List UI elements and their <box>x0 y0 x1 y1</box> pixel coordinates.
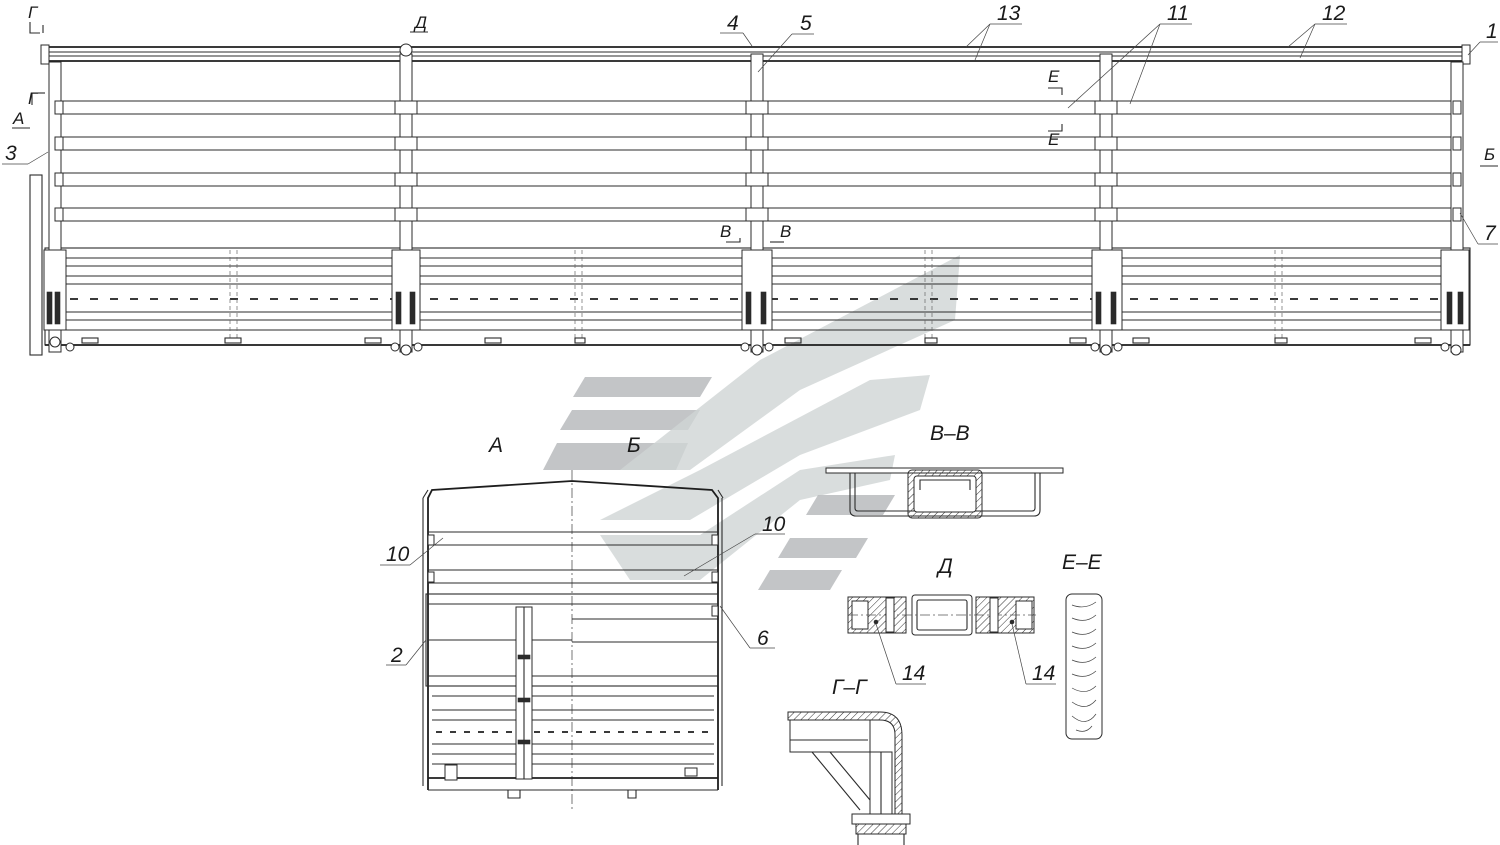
callout-label: 11 <box>1167 2 1189 25</box>
detail-d: Д 14 14 <box>847 555 1056 685</box>
callout-label: 10 <box>762 513 786 536</box>
callout-label: Б <box>1484 145 1495 164</box>
section-e-e: Е–Е <box>1062 551 1103 740</box>
callout-label: 4 <box>727 12 739 35</box>
callout-label: 10 <box>386 543 410 566</box>
side-view-main: Г Г А Б Е Е В В Д 4 5 13 <box>2 2 1498 356</box>
callout-label: 12 <box>1322 2 1346 25</box>
callout-label: Б <box>627 434 641 457</box>
callout-label: В–В <box>930 422 970 445</box>
callout-label: В <box>780 222 791 241</box>
callout-label: А <box>12 109 24 128</box>
callout-label: 2 <box>390 644 403 667</box>
callout-label: Г <box>28 3 39 22</box>
callout-label: 6 <box>757 627 769 650</box>
callout-label: 14 <box>1032 662 1055 685</box>
callout-label: Д <box>936 555 953 578</box>
end-view-a-b: А Б <box>380 434 786 810</box>
callout-label: Е <box>1048 67 1060 86</box>
section-markers: Г Г А Б Е Е В В Д <box>12 3 1498 243</box>
section-g-g: Г–Г <box>787 676 911 845</box>
callout-label: Е <box>1048 130 1060 149</box>
callout-label: А <box>487 434 503 457</box>
callout-label: Д <box>413 13 427 32</box>
watermark-logo <box>543 255 960 590</box>
callout-label: Е–Е <box>1062 551 1103 574</box>
callout-label: 5 <box>800 12 812 35</box>
callouts-top: 4 5 13 11 12 1 3 7 <box>2 2 1498 245</box>
callout-label: 13 <box>997 2 1021 25</box>
callout-label: Г–Г <box>832 676 868 699</box>
callout-label: 7 <box>1484 222 1497 245</box>
section-v-v: В–В <box>825 422 1064 519</box>
bottom-hinges <box>81 337 1432 344</box>
posts <box>43 43 1470 356</box>
callout-label: Г <box>28 89 39 108</box>
callout-label: 3 <box>5 142 17 165</box>
callout-label: 14 <box>902 662 925 685</box>
callout-label: В <box>720 222 731 241</box>
callout-label: 1 <box>1486 20 1498 43</box>
